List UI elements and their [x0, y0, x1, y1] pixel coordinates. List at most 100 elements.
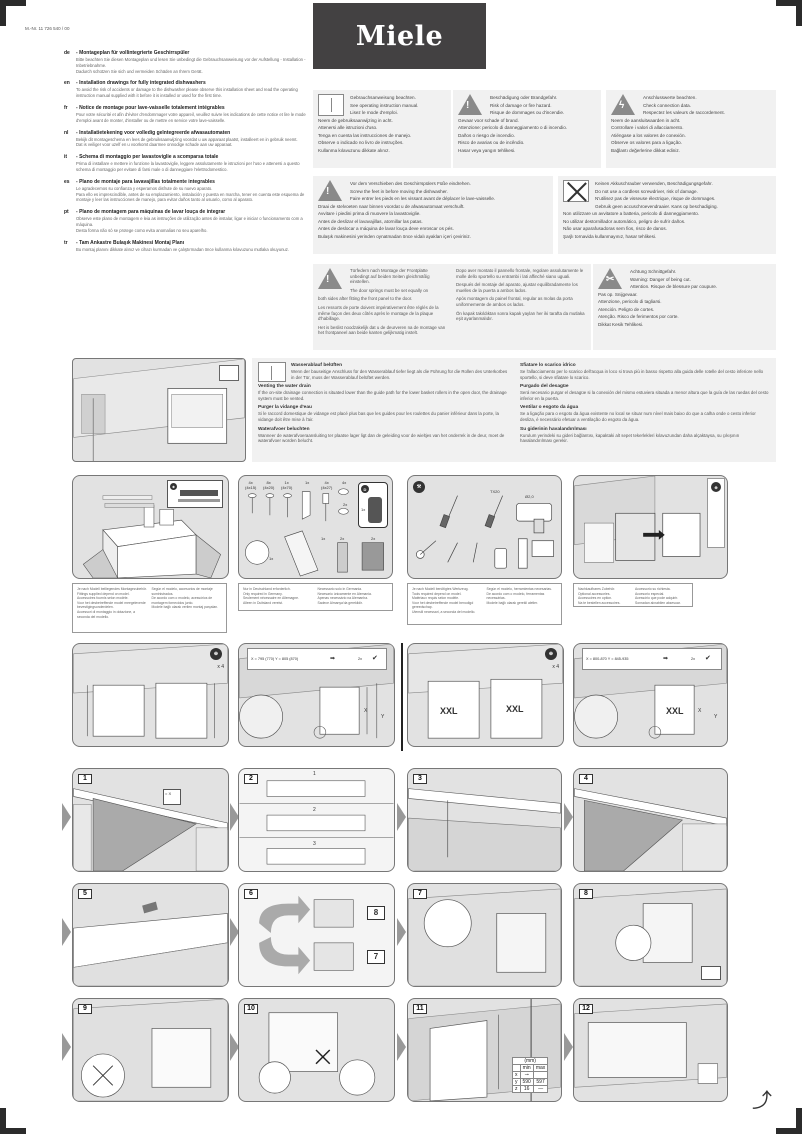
panel-tools: ⚒ TX20 Ø2,0 [407, 475, 562, 579]
drill-size-label: Ø2,0 [525, 494, 534, 499]
page-turn-icon: ⤴ [752, 1090, 772, 1112]
venting-text: Se a ligação para o esgoto da água exist… [520, 411, 756, 422]
intro-title: de- Montageplan für vollintegrierte Gesc… [64, 50, 190, 56]
warning-text: Attention. Risque de blessure par coupur… [630, 284, 718, 289]
warning-text: Şarjlı tornavida kullanmayınız, hasar te… [563, 233, 657, 239]
optional-badge-icon: ⊕ [210, 648, 222, 660]
step-1: 1 = X [72, 768, 229, 872]
part-label: 8x(4x20) [263, 480, 275, 490]
step-number: 1 [78, 774, 92, 784]
crop-mark-tl-v [0, 0, 6, 26]
note-text: De acordo com o modelo, acessórios de mo… [151, 596, 213, 605]
part-label: 4x(4x27) [321, 480, 333, 490]
warning-text: Anschlusswerte beachten. [643, 95, 697, 100]
electric-warning-icon: ϟ [611, 94, 637, 116]
cut-hazard-icon: ✂ [598, 268, 624, 290]
step-number: 7 [413, 889, 427, 899]
step-6: 6 8 7 [238, 883, 395, 987]
warning-text: Daños o riesgo de incendio. [458, 132, 515, 138]
warning-text: Do not use a cordless screwdriver, risk … [595, 188, 698, 194]
warning-text: Respectez les valeurs de raccordement. [643, 110, 725, 115]
intro-body: Para ello es imprescindible, antes de su… [76, 191, 305, 203]
arrow-icon: ➡ [330, 656, 336, 662]
intro-title: it- Schema di montaggio per lavastovigli… [64, 154, 219, 161]
miele-logo: Miele [313, 3, 486, 69]
note-text: Accessorio su richiesta. [635, 587, 671, 591]
goto-step-8-button[interactable]: 8 [367, 906, 385, 920]
warning-text: Gebruik geen accuschroevendraaier. Kans … [595, 203, 718, 209]
part-label: 4x [342, 480, 347, 485]
step-3: 3 [407, 768, 562, 872]
crop-mark-bl-v [0, 1108, 6, 1134]
crop-mark-br-v [796, 1108, 802, 1134]
warning-text: Lisez le mode d'emploi. [350, 110, 398, 115]
crop-mark-tr-h [776, 0, 802, 6]
note-text: Alleen in Duitsland vereist. [243, 600, 283, 605]
warning-text: Atiéngase a los valores de conexión. [611, 132, 686, 138]
intro-body: Desta forma não só se protege como evita… [76, 227, 208, 233]
step-7: 7 [407, 883, 562, 987]
note-text: Only required in Germany. [243, 591, 283, 596]
step-12: 12 [573, 998, 728, 1102]
xxl-label: XXL [666, 706, 684, 716]
warning-text: Controllare i valori di allacciamento. [611, 125, 684, 130]
step-12-drawing [574, 1003, 727, 1088]
step-arrow-icon [230, 918, 239, 946]
intro-body: Bekijk dit montageschema en lees de gebr… [76, 136, 298, 142]
xxl-label: XXL [506, 704, 524, 714]
warning-text: The door springs must be set equally on [350, 287, 429, 293]
intro-body: Pour votre sécurité et afin d'éviter d'e… [76, 111, 306, 123]
intro-tr: tr- Tam Ankastre Bulaşık Makinesi Montaj… [64, 240, 308, 253]
venting-title: Ventilar o esgoto da água [520, 405, 579, 411]
part-label: 2x [371, 536, 376, 541]
xxl-dimension-box: X = 800-870 Y = 845-935 ➡ 2x ✔ [582, 648, 722, 670]
book-icon [318, 94, 344, 116]
step-5-drawing [73, 901, 228, 986]
part-label: 1x [361, 507, 366, 512]
step-1-inset: = X [163, 789, 181, 805]
venting-title: Su giderinin havalandırılması [520, 426, 587, 432]
warning-triangle-icon: ! [318, 180, 344, 202]
warning-text: Antes de deslocar a máquina de lavar lou… [318, 226, 454, 231]
tools-badge-icon: ⚒ [413, 481, 425, 493]
step-number: 9 [78, 1004, 92, 1014]
note-tools: Je nach Modell benötigtes Werkzeug. Tool… [407, 583, 562, 625]
tools-drawing [415, 495, 554, 569]
step-8-drawing [574, 888, 727, 986]
note-text: Modele bağlı olarak verilen montaj parça… [151, 605, 219, 610]
warning-text: Gebrauchsanweisung beachten. [350, 95, 416, 100]
niche-standard-drawing [73, 644, 228, 739]
goto-step-7-button[interactable]: 7 [367, 950, 385, 964]
note-text: Utensili necessari, a seconda del modell… [412, 609, 476, 614]
niche-xxl-drawing [408, 644, 563, 739]
note-text: Voor het desbetreffende model meegelever… [77, 600, 146, 610]
step-2: 2 1 2 3 [238, 768, 395, 872]
warning-cut: ✂ Achtung Schnittgefahr. Warning: Danger… [593, 264, 776, 350]
warning-text: Hasar veya yangın tehlikesi. [458, 147, 516, 153]
brand-name: Miele [355, 20, 444, 52]
venting-text: Se l'allacciamento per lo scarico dell'a… [520, 369, 764, 380]
venting-title: Wasserablauf belüften [291, 363, 342, 368]
warning-connection: ϟ Anschlusswerte beachten. Check connect… [606, 90, 776, 168]
table-header: max [532, 1064, 549, 1072]
intro-it: it- Schema di montaggio per lavastovigli… [64, 154, 308, 173]
warning-text: Após montagem do painel frontal, regular… [456, 296, 573, 307]
note-text: Tools required depend on model. [412, 591, 462, 596]
warning-text: Atenção. Risco de ferimentos por corte. [598, 314, 679, 319]
venting-title: Purgado del desagüe [520, 384, 569, 390]
venting-text: Será necesario purgar el desagüe si la c… [520, 390, 769, 401]
xxl-label: XXL [440, 706, 458, 716]
panel-xxl-dimensions: XXL X Y X = 800-870 Y = 845-935 ➡ 2x ✔ [573, 643, 728, 747]
warning-text: Risco de avarias ou de incêndio. [458, 140, 525, 145]
step-arrow-icon [62, 1033, 71, 1061]
intro-body: To avoid the risk of accidents or damage… [76, 87, 298, 99]
intro-body: Prima di installare e mettere in funzion… [76, 161, 300, 172]
step-arrow-icon [230, 1033, 239, 1061]
intro-title: fr- Notice de montage pour lave-vaissell… [64, 104, 225, 111]
step-arrow-icon [564, 1033, 573, 1061]
quantity-label: x 4 [552, 664, 559, 670]
warning-text: Observe os valores para a ligação. [611, 140, 682, 145]
warning-text: Atención. Peligro de cortes. [598, 306, 655, 312]
warning-triangle-icon: ! [458, 94, 484, 116]
step-6-drawing [259, 895, 354, 975]
